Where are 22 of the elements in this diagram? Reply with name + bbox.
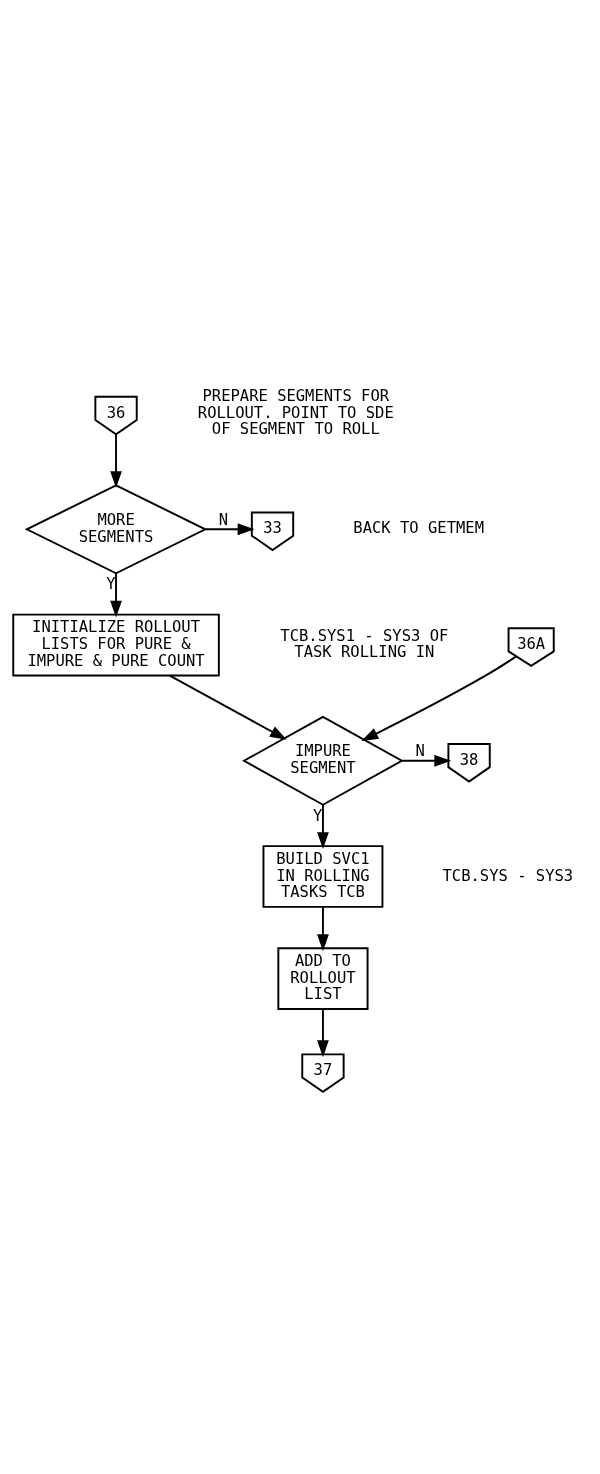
edge-label: Y [313, 806, 323, 825]
node-box: ADD TO ROLLOUT LIST [277, 946, 369, 1010]
arrow [168, 674, 287, 740]
node-label: PREPARE SEGMENTS FOR ROLLOUT. POINT TO SDE OF SEGMENT TO ROLL [197, 386, 394, 438]
node-label: BACK TO GETMEM [353, 518, 484, 537]
node-label: TCB.SYS - SYS3 [442, 866, 574, 885]
arrow [110, 571, 122, 618]
arrow [110, 433, 122, 488]
edge-label: N [415, 741, 425, 760]
arrow [317, 803, 329, 849]
edge-label: Y [106, 574, 116, 593]
node-box: BUILD SVC1 IN ROLLING TASKS TCB [262, 844, 384, 908]
arrow [204, 522, 255, 535]
arrow [317, 905, 329, 951]
edge-label: N [218, 510, 229, 529]
node-diamond: MORE SEGMENTS [24, 483, 208, 574]
arrow [361, 654, 518, 741]
node-box: INITIALIZE ROLLOUT LISTS FOR PURE & IMPURE & PURE COUNT [12, 613, 220, 676]
arrow [317, 1007, 329, 1057]
node-label: TCB.SYS1 - SYS3 OF TASK ROLLING IN [280, 626, 449, 661]
node-diamond: IMPURE SEGMENT [242, 715, 404, 806]
arrow [401, 754, 452, 767]
